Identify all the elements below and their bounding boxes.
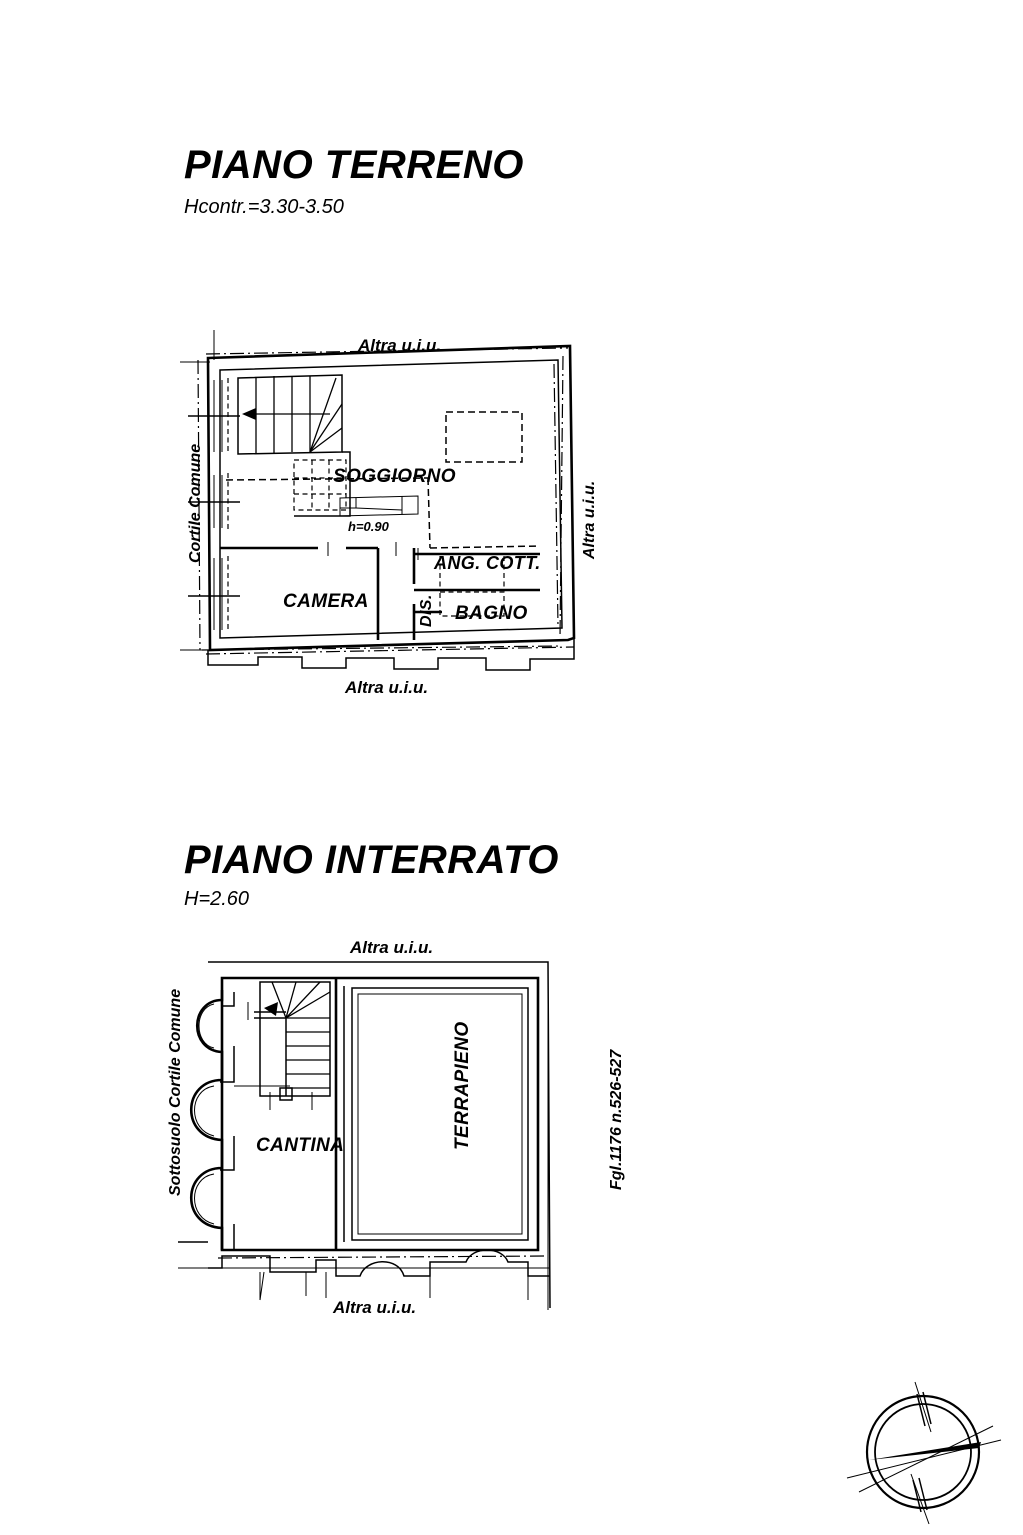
boundary-label-ground-left: Cortile Comune: [187, 443, 204, 563]
boundary-label-ground-top: Altra u.i.u.: [358, 336, 442, 355]
boundary-label-ground-bottom: Altra u.i.u.: [345, 678, 429, 697]
cantina-internal-walls: [234, 1002, 313, 1110]
stair-underside-dashed: [293, 459, 347, 511]
room-label-cantina: CANTINA: [256, 1135, 345, 1156]
compass-icon: [846, 1381, 1002, 1525]
fixture-outlines-dashed: [439, 556, 505, 617]
room-label-dis: DIS.: [418, 594, 435, 627]
room-label-soggiorno: SOGGIORNO: [333, 466, 456, 487]
room-label-bagno: BAGNO: [455, 603, 528, 624]
arched-niches-left: [189, 990, 224, 1250]
staircase-basement: [254, 981, 331, 1101]
subtitle-basement-height: H=2.60: [184, 888, 250, 910]
soggiorno-boundary-dashed: [225, 477, 541, 549]
boundary-label-ground-right: Altra u.i.u.: [581, 480, 598, 559]
room-label-terrapieno: TERRAPIENO: [452, 1021, 473, 1150]
floor-plan-basement: [130, 920, 630, 1320]
boundary-label-basement-top: Altra u.i.u.: [350, 938, 434, 957]
north-arrow-compass: [845, 1381, 1005, 1527]
low-height-element: [339, 495, 419, 517]
bottom-wall-profile-basement: [208, 1249, 550, 1301]
cadastral-reference-label: Fgl.1176 n.526-527: [608, 1049, 625, 1190]
bottom-wall-profile: [205, 638, 575, 671]
floor-plan-ground: [150, 320, 620, 710]
room-label-ang-cott: ANG. COTT.: [434, 553, 541, 573]
boundary-label-basement-left: Sottosuolo Cortile Comune: [167, 988, 184, 1196]
internal-partitions: [220, 542, 540, 640]
boundary-label-basement-bottom: Altra u.i.u.: [333, 1298, 417, 1317]
page-title-basement: PIANO INTERRATO: [184, 838, 559, 882]
window-openings-left: [188, 378, 240, 632]
subtitle-ground-floor-height: Hcontr.=3.30-3.50: [184, 196, 344, 218]
staircase-ground-floor: [237, 374, 351, 517]
ceiling-outline-dashed: [445, 411, 523, 463]
page-title-ground-floor: PIANO TERRENO: [184, 143, 524, 187]
annotation-height-090: h=0.90: [348, 519, 389, 534]
room-label-camera: CAMERA: [283, 591, 369, 612]
